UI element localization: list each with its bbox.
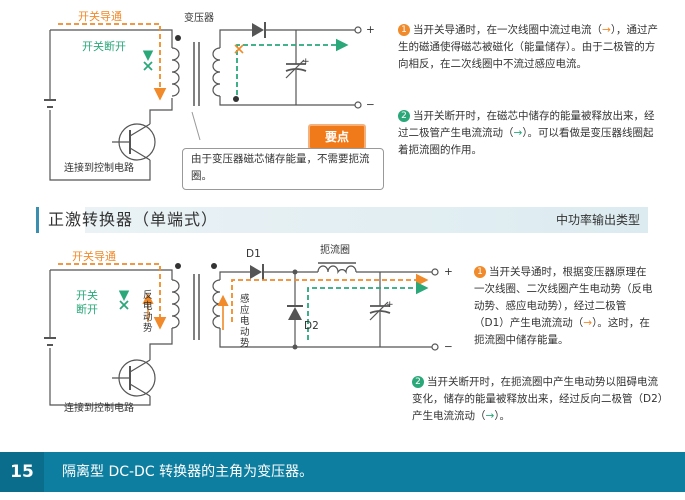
cap-plus: + (302, 57, 310, 67)
junction-dot (292, 269, 298, 275)
bottom-on-current-arrow (58, 263, 167, 330)
label-induced-emf: 感应电动势 (240, 294, 250, 349)
label-control: 连接到控制电路 (64, 163, 134, 174)
callout-text: 由于变压器磁芯储存能量，不需要扼流圈。 (191, 153, 370, 182)
label-control: 连接到控制电路 (64, 403, 134, 414)
bottom-primary-dot (175, 263, 181, 269)
label-d1: D1 (246, 248, 261, 260)
section-subtitle: 中功率输出类型 (555, 213, 640, 227)
top-primary-dot (175, 35, 181, 41)
top-on-current-arrow (58, 23, 167, 101)
section-accent-bar (36, 207, 39, 233)
bottom-diode-d2 (287, 305, 303, 320)
number-badge: 2 (398, 110, 410, 122)
label-d2: D2 (304, 320, 319, 332)
bottom-circuit (44, 262, 439, 406)
number-badge: 2 (412, 376, 424, 388)
section-header: 正激转换器（单端式） 中功率输出类型 (36, 207, 648, 233)
terminal-minus: − (444, 341, 453, 353)
top-off-current-arrow (236, 38, 349, 95)
number-badge: 1 (398, 24, 410, 36)
label-switch-on: 开关导通 (72, 250, 116, 263)
section-title: 正激转换器（单端式） (48, 210, 219, 229)
top-no-current-x (143, 61, 153, 71)
arrow-icon: → (513, 127, 523, 139)
arrow-icon: → (485, 410, 495, 422)
label-switch-off: 开关 断开 (76, 289, 98, 316)
cap-plus: + (386, 300, 394, 310)
callout-box: 由于变压器磁芯储存能量，不需要扼流圈。 (182, 148, 384, 190)
arrow-icon: → (602, 24, 611, 36)
terminal-plus: + (366, 24, 375, 36)
top-secondary-no-current-x (234, 44, 244, 54)
footer-text: 隔离型 DC-DC 转换器的主角为变压器。 (62, 464, 314, 480)
label-switch-on: 开关导通 (78, 10, 122, 23)
label-back-emf: 反电动势 (143, 290, 153, 334)
bottom-diode-d1 (250, 264, 264, 280)
bottom-secondary-dot (211, 263, 217, 269)
junction-dot (292, 344, 298, 350)
top-circuit (44, 26, 362, 181)
label-switch-off: 开关断开 (82, 40, 126, 53)
label-choke: 扼流圈 (320, 245, 350, 256)
terminal-minus: − (366, 99, 375, 111)
bottom-no-current-x (119, 300, 129, 310)
label-transformer: 变压器 (184, 13, 214, 24)
page-number: 15 (0, 452, 44, 492)
top-diode (252, 22, 266, 38)
arrow-icon: → (583, 317, 593, 329)
number-badge: 1 (474, 266, 486, 278)
bottom-off-current-arrow (307, 281, 429, 340)
keypoint-badge: 要点 (308, 124, 366, 150)
top-secondary-dot (233, 96, 239, 102)
footer-bar: 15 隔离型 DC-DC 转换器的主角为变压器。 (0, 452, 685, 492)
bottom-on-secondary-arrow (231, 273, 429, 322)
terminal-plus: + (444, 266, 453, 278)
